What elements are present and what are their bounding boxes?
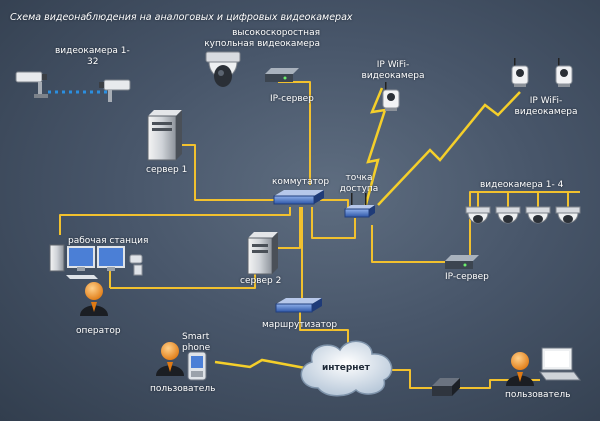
analog-cameras-label: видеокамера 1- 32 bbox=[55, 46, 130, 68]
smartphone-icon bbox=[187, 351, 207, 381]
server1-icon bbox=[147, 110, 182, 161]
access-point-icon bbox=[344, 193, 375, 218]
user-left-person-icon bbox=[156, 342, 184, 376]
switch-label: коммутатор bbox=[272, 177, 330, 187]
dome-camera-label: высокоскоростная купольная видеокамера bbox=[200, 28, 320, 50]
ip-wifi-camera-right-label: IP WiFi- видеокамера bbox=[510, 96, 582, 118]
laptop-icon bbox=[539, 347, 581, 381]
router-label: маршрутизатор bbox=[262, 320, 338, 330]
server2-label: сервер 2 bbox=[240, 276, 282, 286]
server2-icon bbox=[247, 232, 278, 275]
dome-camera-2-icon bbox=[495, 206, 521, 224]
dome-camera-3-icon bbox=[525, 206, 551, 224]
diagram-title: Схема видеонаблюдения на аналоговых и ци… bbox=[10, 12, 353, 23]
ip-server-right-icon bbox=[445, 255, 479, 269]
ip-server-top-icon bbox=[265, 68, 299, 82]
ip-wifi-camera-left-label-line2: видеокамера bbox=[361, 71, 425, 81]
dome-camera-4-icon bbox=[555, 206, 581, 224]
workstation-icon bbox=[49, 244, 143, 279]
dome-camera-icon bbox=[205, 51, 241, 87]
internet-cloud-icon bbox=[300, 340, 393, 397]
access-point-label-line2: доступа bbox=[339, 184, 379, 194]
operator-label: оператор bbox=[76, 326, 121, 336]
smartphone-label-line2: phone bbox=[182, 343, 211, 353]
analog-cameras-label-line1: видеокамера 1- bbox=[55, 46, 130, 56]
ip-wifi-camera-left-label: IP WiFi- видеокамера bbox=[358, 60, 428, 82]
dome-camera-1-icon bbox=[465, 206, 491, 224]
analog-camera-1-icon bbox=[15, 71, 48, 98]
dome-camera-label-line2: купольная видеокамера bbox=[204, 39, 320, 49]
access-point-label: точка доступа bbox=[334, 173, 384, 195]
cameras-1-4-label: видеокамера 1- 4 bbox=[480, 180, 564, 190]
analog-camera-2-icon bbox=[99, 79, 131, 102]
ip-server-right-label: IP-сервер bbox=[445, 272, 489, 282]
router-icon bbox=[275, 298, 322, 313]
smartphone-label-line1: Smart bbox=[182, 332, 210, 342]
ip-wifi-camera-left-label-line1: IP WiFi- bbox=[376, 60, 410, 70]
server1-label: сервер 1 bbox=[146, 165, 188, 175]
analog-cameras bbox=[15, 71, 131, 102]
internet-label: интернет bbox=[322, 363, 370, 373]
ip-wifi-camera-right-1-icon bbox=[511, 58, 529, 87]
dome-camera-label-line1: высокоскоростная bbox=[232, 28, 320, 38]
ip-wifi-camera-right-label-line1: IP WiFi- bbox=[529, 96, 563, 106]
ip-wifi-camera-right-2-icon bbox=[555, 58, 573, 87]
analog-cameras-label-line2: 32 bbox=[87, 57, 99, 67]
workstation-label: рабочая станция bbox=[68, 236, 149, 246]
access-point-label-line1: точка bbox=[345, 173, 373, 183]
modem-icon bbox=[432, 378, 460, 396]
dome-cameras-1-4 bbox=[465, 206, 581, 224]
user-right-label: пользователь bbox=[505, 390, 571, 400]
user-left-label: пользователь bbox=[150, 384, 216, 394]
user-right-person-icon bbox=[506, 352, 534, 386]
switch-icon bbox=[273, 190, 324, 205]
operator-person-icon bbox=[80, 282, 108, 316]
ip-wifi-camera-left-icon bbox=[382, 82, 400, 111]
wireless-links bbox=[214, 87, 521, 370]
wired-links bbox=[59, 81, 580, 389]
ip-server-top-label: IP-сервер bbox=[270, 94, 314, 104]
smartphone-label: Smart phone bbox=[182, 332, 210, 354]
ip-wifi-camera-right-label-line2: видеокамера bbox=[514, 107, 578, 117]
